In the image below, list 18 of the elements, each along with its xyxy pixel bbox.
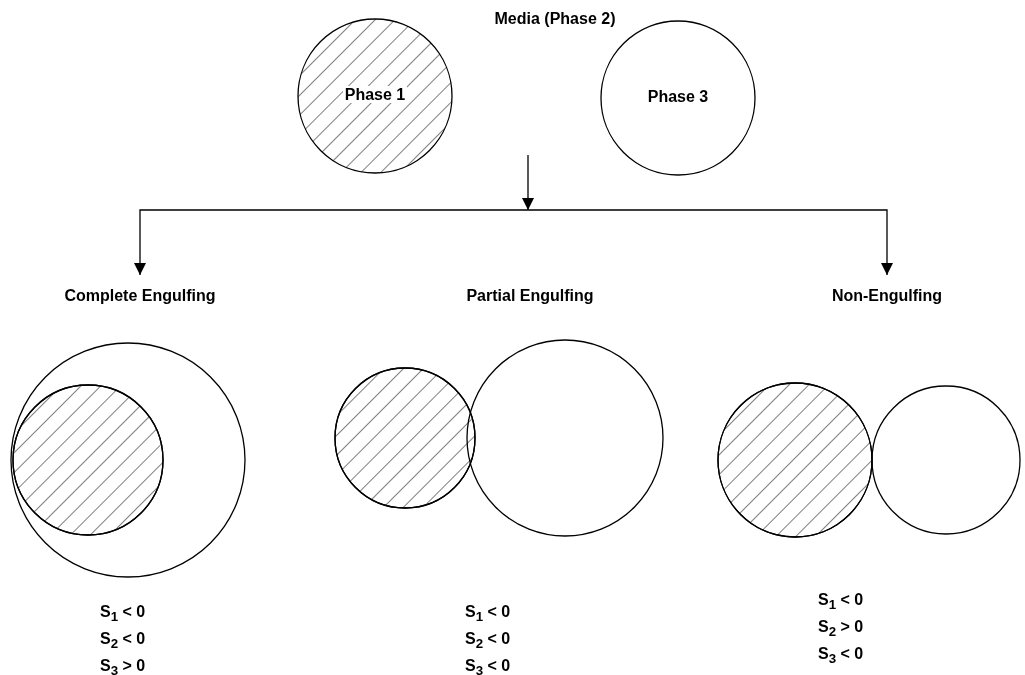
heading: Complete Engulfing [64, 287, 216, 305]
condition-text: S$_{3}$ < 0 [465, 657, 511, 675]
phase-label: Phase 1 [342, 86, 408, 103]
condition-text: S$_{1}$ < 0 [465, 603, 511, 620]
arrow [527, 209, 893, 276]
condition-text: S$_{2}$ < 0 [465, 630, 511, 648]
condition-text: S$_{1}$ < 0 [100, 603, 146, 620]
arrow [134, 209, 529, 276]
condition-text: S$_{3}$ < 0 [818, 645, 864, 663]
condition-text: S$_{2}$ < 0 [100, 630, 146, 648]
condition-text: S$_{2}$ > 0 [818, 618, 864, 636]
phase-label: Media (Phase 2) [493, 9, 617, 29]
heading: Partial Engulfing [466, 287, 594, 305]
heading: Non-Engulfing [831, 287, 943, 305]
condition-text: S$_{1}$ < 0 [818, 591, 864, 608]
arrow [522, 154, 534, 211]
phase-label: Phase 3 [645, 88, 711, 105]
condition-text: S$_{3}$ > 0 [100, 657, 146, 675]
